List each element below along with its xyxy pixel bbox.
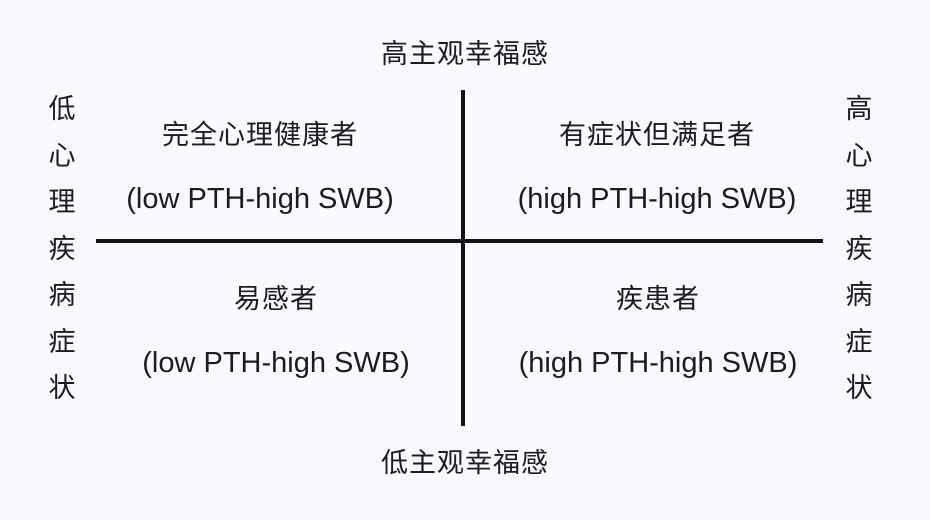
quadrant-bottom-right: 疾患者 (high PTH-high SWB) <box>488 282 828 381</box>
quadrant-subtitle: (high PTH-high SWB) <box>518 347 798 379</box>
left-axis-char: 病 <box>48 280 76 311</box>
right-axis-char: 理 <box>845 187 873 218</box>
left-axis-label-low-psychopathology: 低 心 理 疾 病 症 状 <box>42 87 82 413</box>
right-axis-char: 疾 <box>845 233 873 265</box>
bottom-axis-label-low-subjective-wellbeing: 低主观幸福感 <box>381 448 549 479</box>
quadrant-subtitle: (low PTH-high SWB) <box>142 347 410 379</box>
right-axis-char: 病 <box>845 280 873 311</box>
right-axis-char: 症 <box>845 326 873 358</box>
quadrant-subtitle: (low PTH-high SWB) <box>126 183 394 215</box>
top-axis-label-high-subjective-wellbeing: 高主观幸福感 <box>381 39 549 70</box>
quadrant-title: 有症状但满足者 <box>559 120 755 151</box>
quadrant-title: 完全心理健康者 <box>162 120 358 151</box>
right-axis-char: 高 <box>845 94 873 125</box>
horizontal-axis-line <box>96 239 823 243</box>
right-axis-char: 状 <box>845 373 873 404</box>
quadrant-bottom-left: 易感者 (low PTH-high SWB) <box>106 282 446 381</box>
right-axis-label-high-psychopathology: 高 心 理 疾 病 症 状 <box>839 87 879 413</box>
quadrant-top-left: 完全心理健康者 (low PTH-high SWB) <box>90 118 430 217</box>
quadrant-top-right: 有症状但满足者 (high PTH-high SWB) <box>487 118 827 217</box>
left-axis-char: 理 <box>48 187 76 218</box>
quadrant-title: 疾患者 <box>616 284 700 315</box>
quadrant-title: 易感者 <box>234 284 318 315</box>
left-axis-char: 症 <box>48 326 76 358</box>
vertical-axis-line <box>461 90 465 426</box>
left-axis-char: 低 <box>48 94 76 125</box>
right-axis-char: 心 <box>845 140 873 172</box>
left-axis-char: 心 <box>48 140 76 172</box>
quadrant-subtitle: (high PTH-high SWB) <box>517 183 797 215</box>
left-axis-char: 状 <box>48 373 76 404</box>
left-axis-char: 疾 <box>48 233 76 265</box>
